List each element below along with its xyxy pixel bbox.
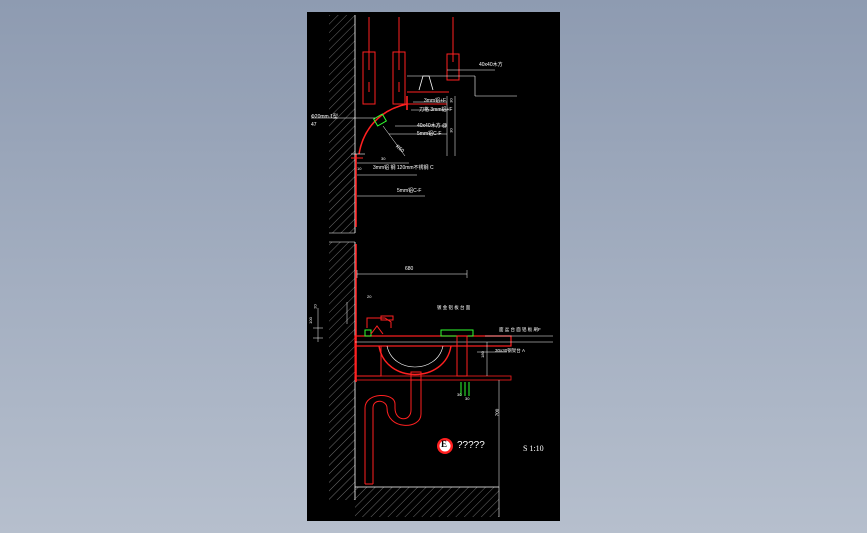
ceiling-hangers [362, 17, 460, 105]
vanity-counter [354, 329, 553, 381]
leader-lines-lower [313, 302, 553, 487]
drawing-sheet: 40x40木方 3mm铝+F 刀格 3mm铝+F Ф20mm 1型 47 40x… [307, 12, 560, 521]
wall-panel-line [355, 96, 408, 382]
wall-hatch-upper [329, 15, 356, 234]
section-marker [437, 438, 453, 454]
cove-bracket [351, 113, 406, 159]
wall-hatch-lower [329, 241, 356, 500]
drain-trap [364, 380, 422, 485]
carrier-channel [407, 69, 517, 105]
faucet [366, 315, 394, 335]
floor-hatch [355, 486, 500, 517]
counter-support [460, 382, 470, 396]
section-drawing [311, 15, 553, 517]
basin-bowl [378, 345, 452, 381]
leader-lines-upper [311, 96, 468, 278]
